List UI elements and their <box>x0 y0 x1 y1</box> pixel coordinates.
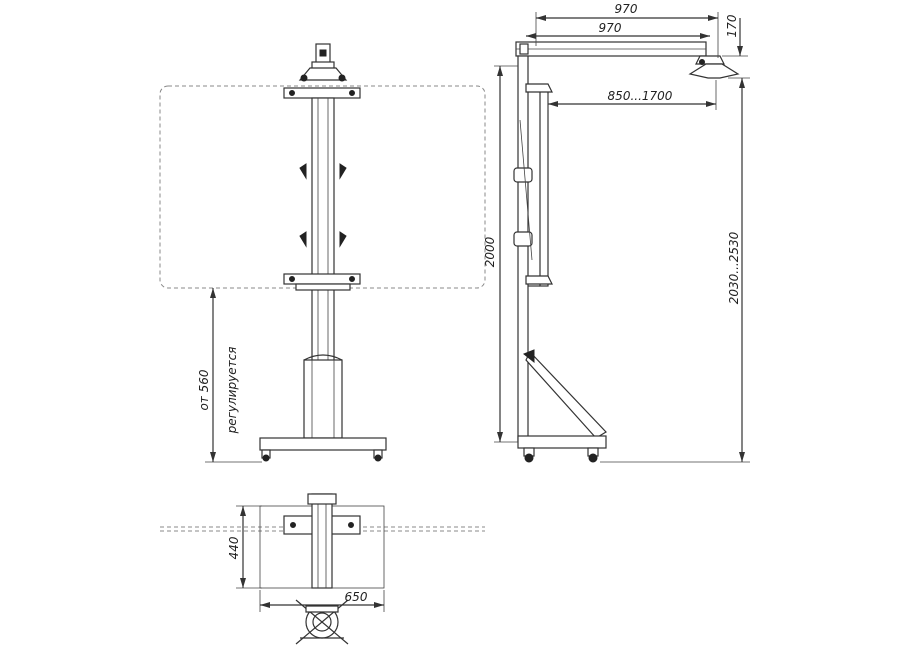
base-width-dimension: 650 <box>259 590 385 612</box>
side-column <box>517 55 529 443</box>
top-outer-dimension: 970 <box>535 2 719 58</box>
clearance-dimension: от 560 регулируется <box>197 288 262 463</box>
side-base <box>517 435 607 449</box>
front-view: от 560 регулируется <box>159 43 486 463</box>
top-inner-dimension: 970 <box>526 21 710 39</box>
arm-range-label: 850...1700 <box>608 89 673 103</box>
top-projector-mount <box>295 599 349 645</box>
base-depth-dimension: 440 <box>227 505 262 589</box>
stand-height-label: 2000 <box>483 236 497 267</box>
top-height-label: 170 <box>725 14 739 37</box>
clearance-value-label: от 560 <box>197 369 211 410</box>
lower-bracket <box>283 273 361 285</box>
total-height-dimension: 2030...2530 <box>600 77 750 463</box>
top-outer-width-label: 970 <box>615 2 638 16</box>
projector-mount <box>298 43 348 82</box>
total-height-label: 2030...2530 <box>727 231 741 304</box>
base-depth-label: 440 <box>227 536 241 559</box>
side-view: 970 970 170 850...1700 <box>483 2 750 463</box>
upper-bracket <box>283 87 361 99</box>
top-height-dimension: 170 <box>722 14 748 57</box>
diagonal-support <box>525 350 607 439</box>
arm-range-dimension: 850...1700 <box>547 80 717 110</box>
top-inner-width-label: 970 <box>599 21 622 35</box>
stand-height-dimension: 2000 <box>483 65 518 443</box>
top-view: 440 650 <box>160 493 485 645</box>
base-width-label: 650 <box>345 590 368 604</box>
clearance-note-label: регулируется <box>225 347 239 435</box>
front-base <box>259 437 387 451</box>
